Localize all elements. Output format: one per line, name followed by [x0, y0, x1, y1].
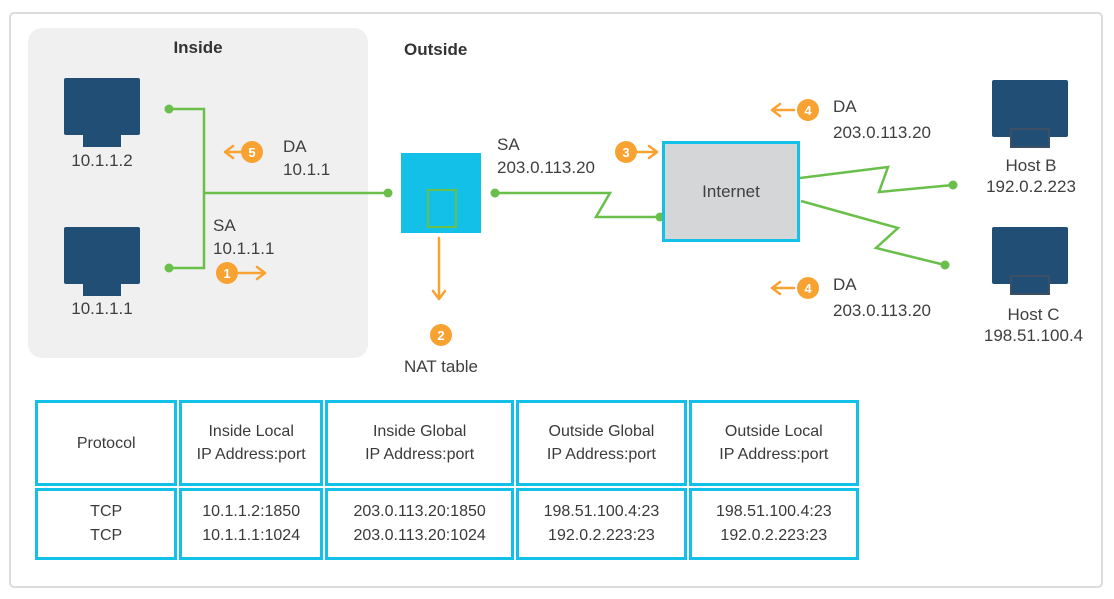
nat-col-protocol: Protocol [35, 400, 178, 486]
da-inside-note: DA 10.1.1 [283, 135, 330, 181]
host-b-name: Host B [1005, 156, 1057, 175]
header-line: Inside Global [372, 423, 467, 440]
sa-global-line1: SA [497, 135, 520, 154]
computer-icon [992, 227, 1068, 295]
step-badge-5: 5 [241, 141, 263, 163]
nat-cell-inside-local: 10.1.1.2:1850 10.1.1.1:1024 [179, 488, 323, 560]
router-port-icon [427, 189, 457, 228]
orange-flow-arrows [223, 102, 796, 301]
nat-router-icon [401, 153, 481, 233]
nat-cell-outside-local: 198.51.100.4:23 192.0.2.223:23 [688, 488, 859, 560]
internet-box: Internet [662, 141, 800, 242]
step-badge-1: 1 [216, 262, 238, 284]
cell-line: 192.0.2.223:23 [720, 527, 828, 544]
step-badge-4-bottom: 4 [797, 277, 819, 299]
header-line: Protocol [76, 434, 136, 452]
nat-col-inside-local: Inside Local IP Address:port [179, 400, 323, 486]
cell-line: 203.0.113.20:1850 [353, 503, 486, 520]
computer-body [64, 227, 140, 284]
cell-line: 203.0.113.20:1024 [353, 527, 486, 544]
inside-zone-label: Inside [173, 38, 223, 57]
step-badge-2: 2 [430, 324, 452, 346]
da-inside-line2: 10.1.1 [283, 160, 331, 179]
computer-body [64, 78, 140, 135]
nat-cell-inside-global: 203.0.113.20:1850 203.0.113.20:1024 [325, 488, 515, 560]
arrow-down-nat-table [431, 236, 447, 301]
link-internet-hostc [800, 199, 946, 267]
host-b-ip: 192.0.2.223 [986, 177, 1076, 196]
host1-ip-label: 10.1.1.2 [71, 151, 133, 170]
cell-line: 198.51.100.4:23 [715, 503, 832, 520]
header-line: IP Address:port [365, 446, 475, 463]
link-inside-lan [169, 107, 388, 270]
nat-table-label: NAT table [403, 357, 479, 376]
link-router-internet [495, 191, 660, 219]
computer-icon [64, 227, 140, 296]
sa-inside-line1: SA [213, 216, 236, 235]
da-global-bottom-line2: 203.0.113.20 [833, 301, 931, 320]
cell-line: 198.51.100.4:23 [543, 503, 660, 520]
computer-base [1010, 275, 1050, 295]
cell-line: 192.0.2.223:23 [548, 527, 655, 544]
da-global-top-line1: DA [833, 97, 857, 116]
step-badge-3: 3 [615, 141, 637, 163]
da-global-top-note: DA 203.0.113.20 [833, 94, 931, 146]
host-c-ip: 198.51.100.4 [983, 326, 1084, 345]
sa-global-line2: 203.0.113.20 [497, 158, 595, 177]
green-links [169, 107, 954, 270]
nat-table-data-row: TCP TCP 10.1.1.2:1850 10.1.1.1:1024 203.… [35, 488, 859, 560]
diagram-frame [9, 12, 1103, 588]
nat-table-header-row: Protocol Inside Local IP Address:port In… [35, 400, 859, 486]
nat-table: Protocol Inside Local IP Address:port In… [33, 398, 861, 562]
nat-col-outside-local: Outside Local IP Address:port [688, 400, 859, 486]
arrow-right-step3 [635, 144, 659, 160]
cell-line: TCP [90, 527, 123, 544]
cell-line: TCP [90, 503, 123, 520]
computer-base [83, 283, 121, 296]
host-b-label: Host B 192.0.2.223 [966, 155, 1096, 197]
arrow-left-step4-top [770, 102, 796, 118]
header-line: Outside Global [548, 423, 655, 440]
sa-global-note: SA 203.0.113.20 [497, 133, 595, 179]
da-global-bottom-note: DA 203.0.113.20 [833, 272, 931, 324]
computer-body [992, 80, 1068, 137]
internet-label: Internet [702, 181, 760, 201]
host-c-label: Host C 198.51.100.4 [966, 304, 1101, 346]
da-inside-line1: DA [283, 137, 307, 156]
link-internet-hostb [799, 165, 954, 194]
sa-inside-line2: 10.1.1.1 [213, 239, 275, 258]
host-c-name: Host C [1007, 305, 1060, 324]
cell-line: 10.1.1.2:1850 [202, 503, 301, 520]
cell-line: 10.1.1.1:1024 [202, 527, 301, 544]
header-line: IP Address:port [196, 446, 306, 463]
host2-ip-label: 10.1.1.1 [71, 299, 133, 318]
computer-base [83, 134, 121, 147]
outside-zone-label: Outside [404, 40, 468, 59]
nat-cell-protocol: TCP TCP [35, 488, 178, 560]
da-global-bottom-line1: DA [833, 275, 857, 294]
step-badge-4-top: 4 [797, 99, 819, 121]
arrow-left-step4-bottom [770, 280, 796, 296]
computer-base [1010, 128, 1050, 148]
sa-inside-note: SA 10.1.1.1 [213, 214, 274, 260]
header-line: IP Address:port [546, 446, 656, 463]
da-global-top-line2: 203.0.113.20 [833, 123, 931, 142]
nat-col-inside-global: Inside Global IP Address:port [325, 400, 515, 486]
computer-icon [64, 78, 140, 147]
computer-body [992, 227, 1068, 284]
header-line: IP Address:port [719, 446, 829, 463]
header-line: Inside Local [208, 423, 294, 440]
arrow-right-step1 [237, 265, 267, 281]
nat-cell-outside-global: 198.51.100.4:23 192.0.2.223:23 [516, 488, 687, 560]
header-line: Outside Local [724, 423, 823, 440]
nat-col-outside-global: Outside Global IP Address:port [516, 400, 687, 486]
computer-icon [992, 80, 1068, 148]
